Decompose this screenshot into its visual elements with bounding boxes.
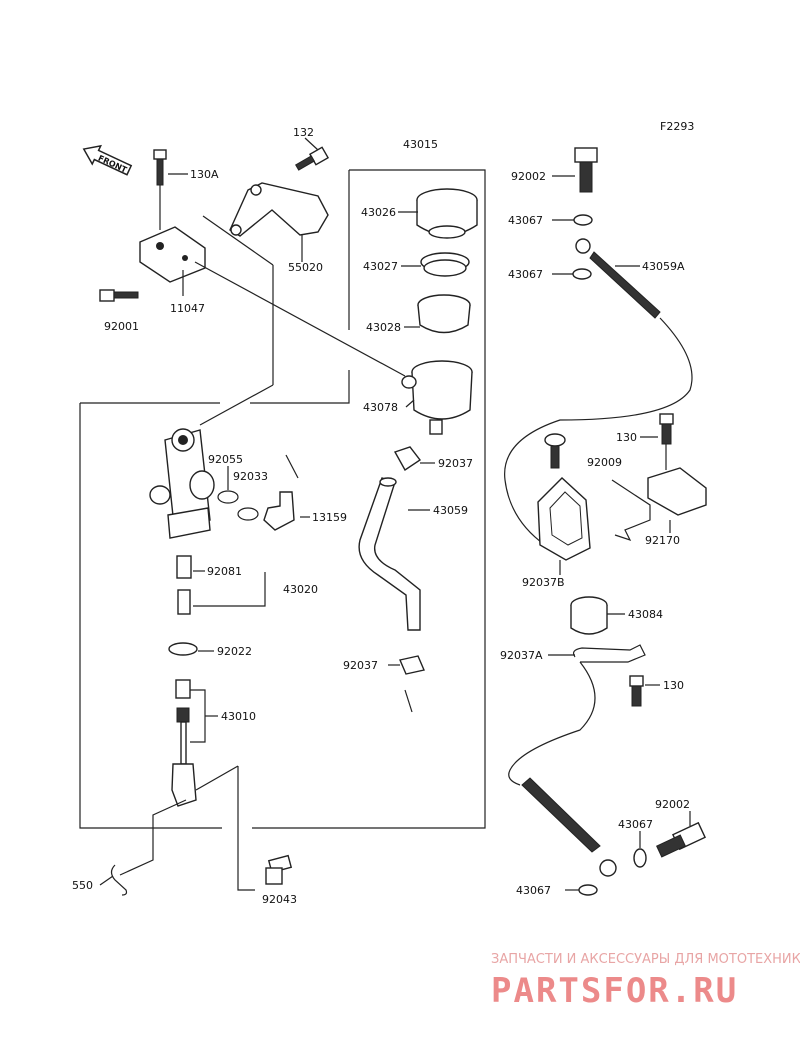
hose-43059A-lower-part <box>521 777 617 877</box>
leader-92043-b <box>195 765 239 791</box>
label-43059A: 43059A <box>642 260 685 273</box>
hose-43059A-upper-part <box>504 238 693 546</box>
label-92037-b: 92037 <box>343 659 378 672</box>
label-43027: 43027 <box>363 260 398 273</box>
grommet-43084-part <box>570 596 608 635</box>
clamp-92037-lower-part <box>399 655 425 713</box>
circlip-92022-part <box>168 642 198 656</box>
leader-lines <box>99 137 691 891</box>
label-92002-bottom: 92002 <box>655 798 690 811</box>
label-43026: 43026 <box>361 206 396 219</box>
washer-43067-c-part <box>633 848 647 868</box>
guide-92037B-part <box>537 477 591 561</box>
banjo-bolt-92002-top-part <box>574 147 598 193</box>
line-route-lower <box>508 661 596 786</box>
bolt-132-part <box>295 146 330 171</box>
diagram-code: F2293 <box>660 120 694 133</box>
oring-92033-part <box>237 507 259 521</box>
label-13159: 13159 <box>312 511 347 524</box>
bolt-130-mid-part <box>659 413 674 470</box>
label-43067-c: 43067 <box>618 818 653 831</box>
hose-43059-part <box>358 477 421 631</box>
banjo-bolt-92002-bottom-part <box>656 821 706 858</box>
watermark: ЗАПЧАСТИ И АКСЕССУАРЫ ДЛЯ МОТОТЕХНИКИ PA… <box>491 952 800 1011</box>
part-labels: 132 43015 92002 130A 43026 43067 43027 5… <box>72 126 690 906</box>
label-43067-a: 43067 <box>508 214 543 227</box>
pin-550-part <box>110 864 128 896</box>
bolt-130A-part <box>153 149 167 230</box>
front-arrow-icon: FRONT <box>82 144 133 176</box>
leader-550 <box>119 799 187 876</box>
leader-92043 <box>237 766 255 891</box>
label-92002-top: 92002 <box>511 170 546 183</box>
bracket-55020-part <box>229 182 329 237</box>
fitting-13159-part <box>263 454 299 531</box>
label-43078: 43078 <box>363 401 398 414</box>
clamp-92037A-part <box>572 644 646 663</box>
bolt-92001-part <box>99 289 139 302</box>
label-43084: 43084 <box>628 608 663 621</box>
diaphragm-43028-part <box>417 294 471 334</box>
label-92009: 92009 <box>587 456 622 469</box>
label-92170: 92170 <box>645 534 680 547</box>
assembly-outline <box>79 169 486 829</box>
clamp-92037-upper-part <box>393 446 422 472</box>
master-cylinder-body-part <box>149 428 215 539</box>
label-43010: 43010 <box>221 710 256 723</box>
bracket-92170-part <box>611 467 707 542</box>
cap-43026-part <box>416 188 478 239</box>
leader-11047-43078 <box>194 261 406 377</box>
bolt-130-low-part <box>629 675 644 707</box>
label-92081: 92081 <box>207 565 242 578</box>
label-130-low: 130 <box>663 679 684 692</box>
label-130A: 130A <box>190 168 219 181</box>
label-92037B: 92037B <box>522 576 565 589</box>
reservoir-43078-part <box>401 360 473 435</box>
oring-92055-part <box>217 490 239 504</box>
label-43067-b: 43067 <box>508 268 543 281</box>
label-92001: 92001 <box>104 320 139 333</box>
label-43020: 43020 <box>283 583 318 596</box>
label-43059: 43059 <box>433 504 468 517</box>
washer-43067-d-part <box>578 884 598 896</box>
label-92055: 92055 <box>208 453 243 466</box>
spring-92081-part <box>176 555 192 615</box>
label-92033: 92033 <box>233 470 268 483</box>
label-92043: 92043 <box>262 893 297 906</box>
bolt-92009-part <box>544 433 566 469</box>
pushrod-43010-part <box>171 679 197 807</box>
label-550: 550 <box>72 879 93 892</box>
watermark-logo: PARTSFOR.RU <box>491 971 738 1011</box>
label-55020: 55020 <box>288 261 323 274</box>
label-92037A: 92037A <box>500 649 543 662</box>
bracket-11047-part <box>139 226 206 283</box>
watermark-tagline: ЗАПЧАСТИ И АКСЕССУАРЫ ДЛЯ МОТОТЕХНИКИ <box>491 952 800 967</box>
label-11047: 11047 <box>170 302 205 315</box>
washer-43067-a-part <box>573 214 593 226</box>
label-132: 132 <box>293 126 314 139</box>
label-92022: 92022 <box>217 645 252 658</box>
label-130-mid: 130 <box>616 431 637 444</box>
label-43067-d: 43067 <box>516 884 551 897</box>
plate-43027-part <box>420 252 470 277</box>
label-43028: 43028 <box>366 321 401 334</box>
pin-92043-part <box>265 854 293 885</box>
label-43015: 43015 <box>403 138 438 151</box>
washer-43067-b-part <box>572 268 592 280</box>
label-92037-a: 92037 <box>438 457 473 470</box>
